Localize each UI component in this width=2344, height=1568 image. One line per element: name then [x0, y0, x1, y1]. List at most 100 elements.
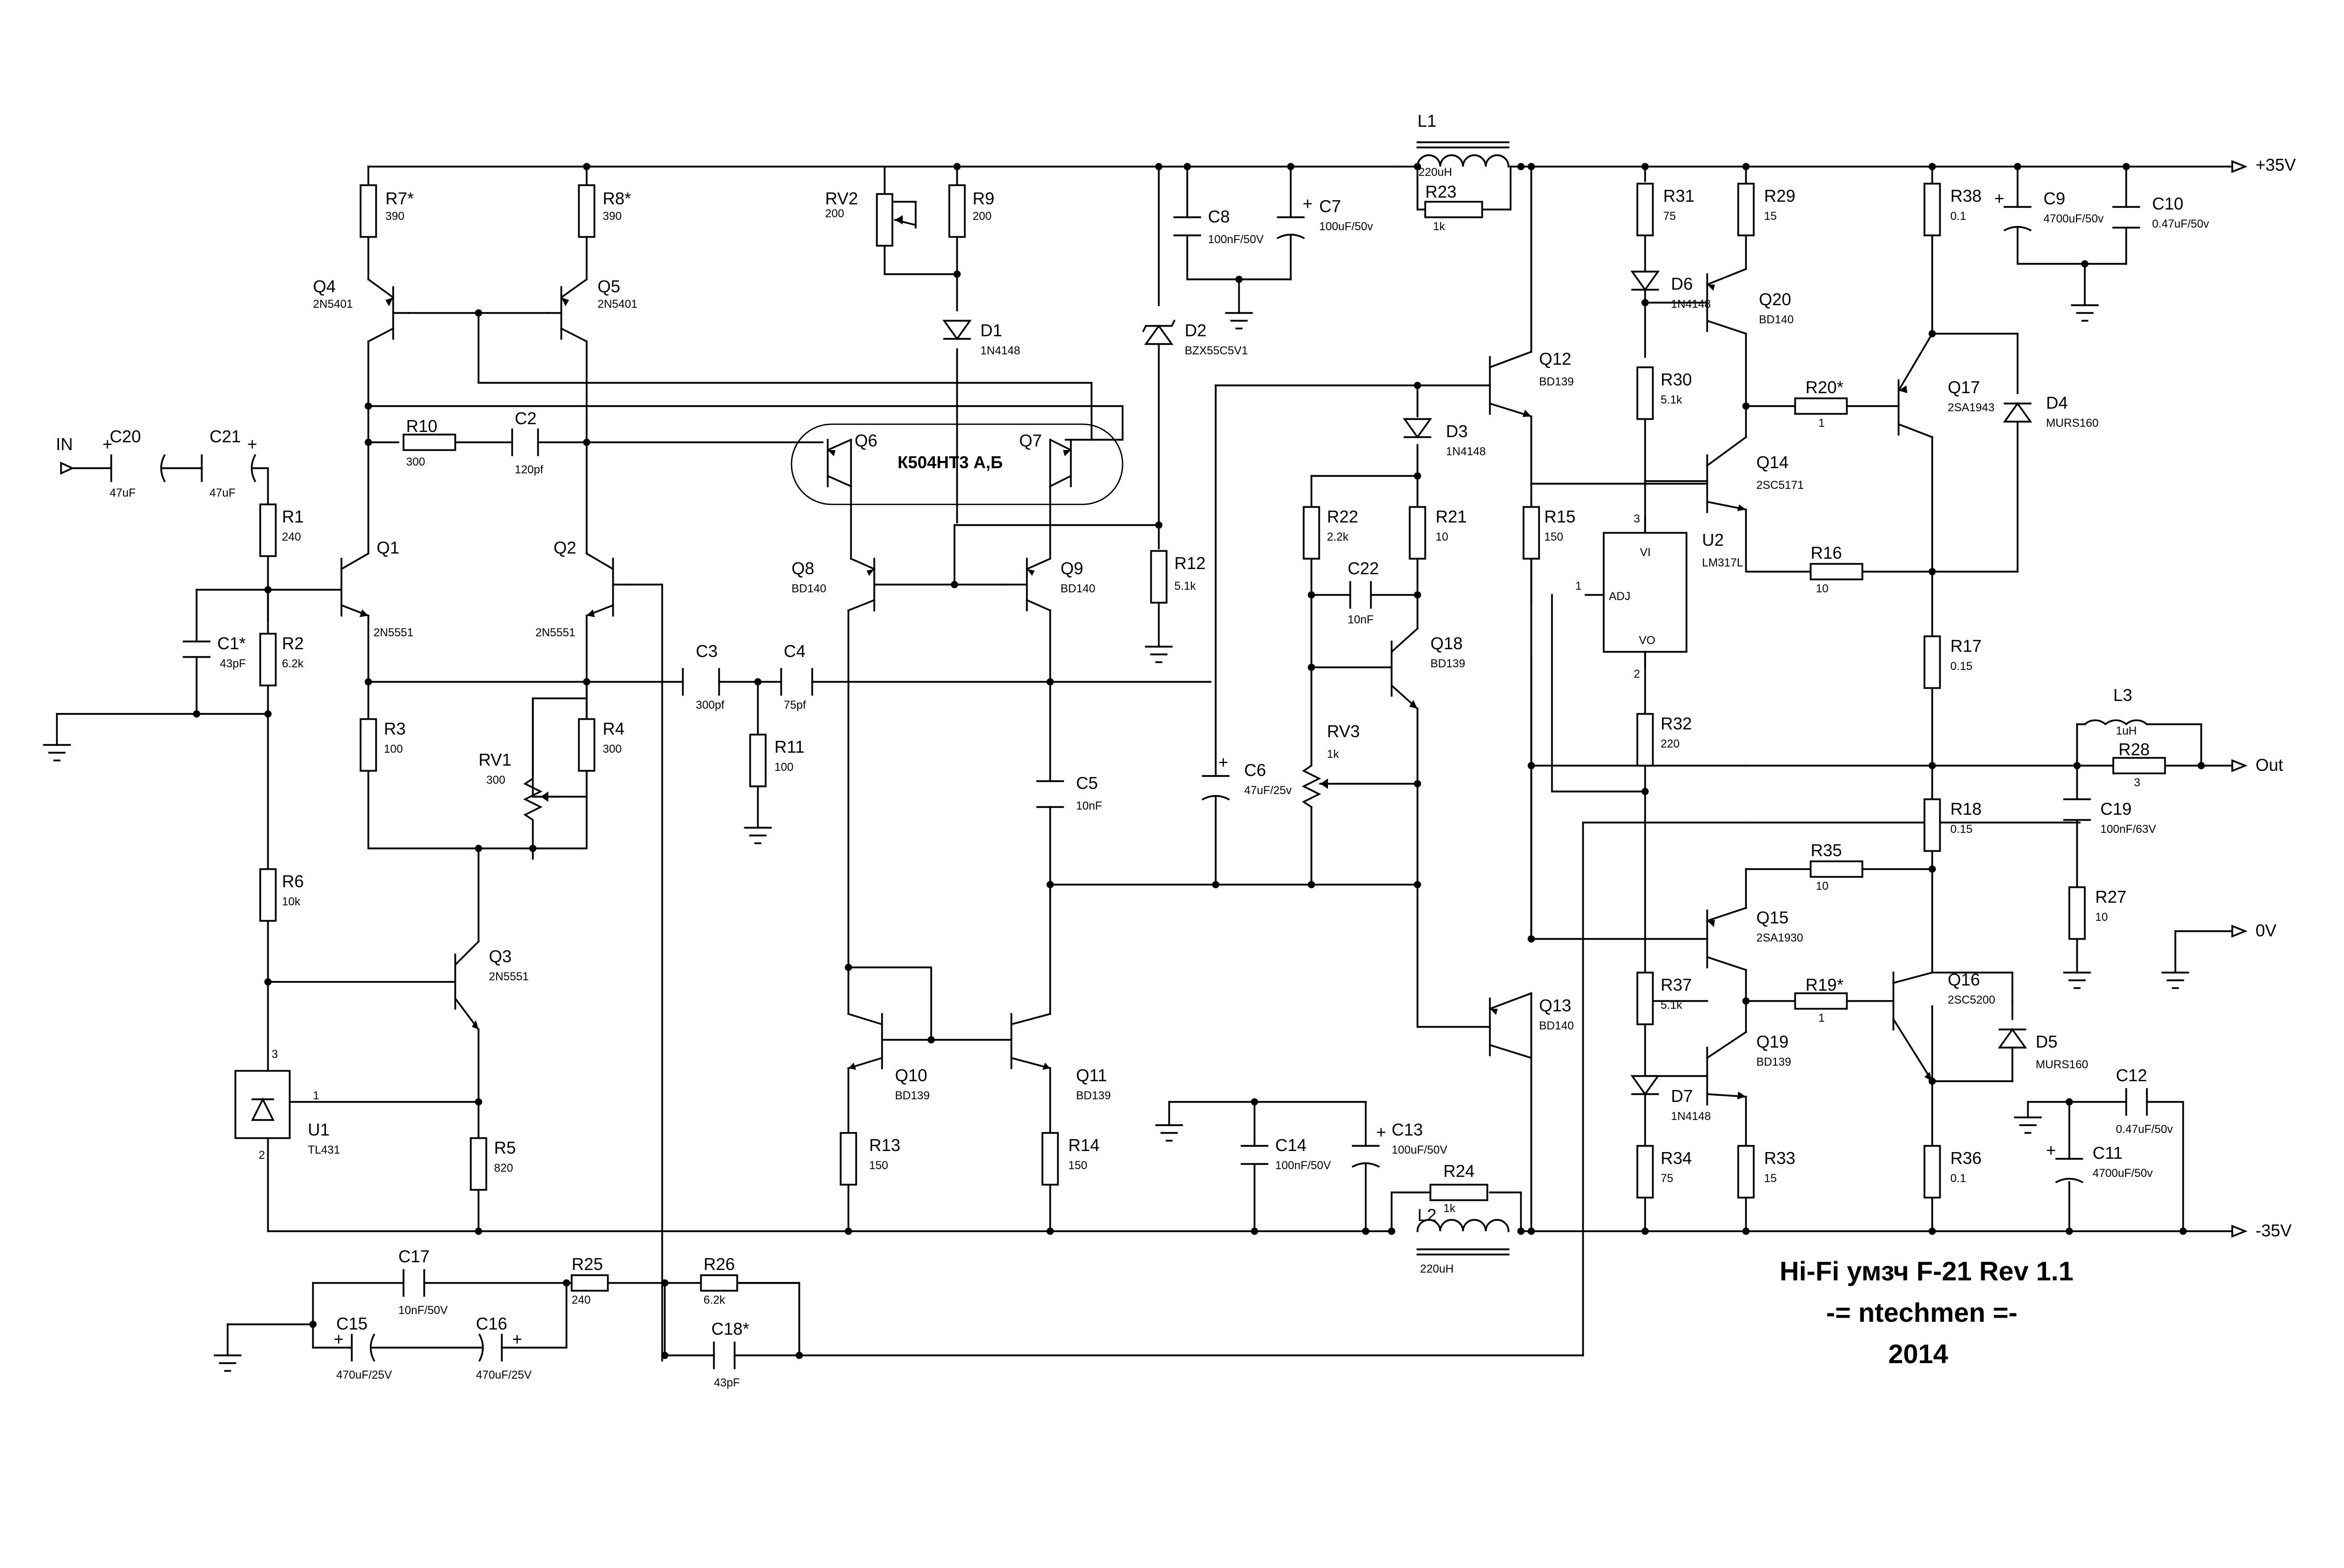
svg-text:+: + [102, 435, 112, 454]
label-val: 10nF [1076, 799, 1102, 812]
label-val: 2SA1930 [1756, 931, 1803, 944]
label-val: 1N4148 [1446, 445, 1486, 458]
label-ref: D5 [2036, 1032, 2057, 1051]
label-ref: Q9 [1061, 559, 1083, 578]
label-ref: C18* [711, 1319, 750, 1338]
transistors [340, 267, 1934, 1106]
label-val: 3 [2134, 776, 2140, 789]
u1-pin2: 2 [259, 1148, 265, 1161]
label-ref: U1 [308, 1120, 330, 1139]
label-val: BD140 [1539, 1019, 1574, 1032]
label-ref: Q14 [1756, 453, 1788, 472]
label-ref: L2 [1417, 1205, 1437, 1224]
label-val: 2SC5200 [1948, 993, 1995, 1006]
u1-pin1: 1 [313, 1089, 319, 1102]
u2-adj: ADJ [1609, 590, 1631, 603]
component-labels: IN +35V -35V Out 0V К504НТ3 А,Б VI VO AD… [56, 111, 2296, 1389]
label-val: 4700uF/50v [2093, 1167, 2153, 1179]
label-val: 6.2k [282, 657, 304, 670]
label-val: 240 [282, 530, 301, 543]
label-val: 100nF/63V [2100, 823, 2156, 835]
label-ref: R33 [1764, 1148, 1796, 1168]
port-label-vneg: -35V [2256, 1221, 2292, 1240]
label-ref: R16 [1811, 543, 1842, 562]
label-val: 15 [1764, 1172, 1776, 1185]
label-val: 0.47uF/50v [2152, 217, 2209, 230]
label-val: 1k [1327, 748, 1339, 760]
label-val: 6.2k [704, 1293, 726, 1306]
label-val: 10 [1436, 530, 1448, 543]
label-val: 100uF/50V [1392, 1143, 1447, 1156]
label-ref: R29 [1764, 186, 1796, 205]
label-val: 15 [1764, 210, 1776, 222]
label-val: 220 [1661, 737, 1680, 750]
label-ref: R36 [1950, 1148, 1982, 1168]
label-ref: R15 [1544, 507, 1576, 526]
label-ref: D6 [1671, 274, 1693, 293]
label-ref: Q13 [1539, 996, 1571, 1015]
label-val: 470uF/25V [336, 1368, 392, 1381]
label-val: 100nF/50V [1275, 1159, 1331, 1172]
label-ref: C21 [210, 427, 241, 446]
label-val: 1uH [2116, 724, 2137, 737]
label-val: BD140 [1061, 582, 1095, 595]
label-ref: Q19 [1756, 1032, 1788, 1051]
k504-label: К504НТ3 А,Б [898, 453, 1003, 472]
capacitors [110, 206, 2148, 1369]
label-ref: R9 [973, 189, 994, 208]
label-ref: R13 [869, 1136, 901, 1155]
label-ref: R31 [1663, 186, 1695, 205]
label-ref: C16 [476, 1314, 507, 1333]
label-ref: C9 [2043, 189, 2065, 208]
label-val: 2SA1943 [1948, 401, 1995, 414]
label-val: 2N5401 [598, 297, 637, 310]
label-val: 1 [1818, 416, 1825, 429]
svg-text:+: + [247, 435, 257, 454]
port-label-out: Out [2256, 755, 2283, 774]
label-ref: RV2 [825, 189, 858, 208]
ics [234, 516, 1688, 1139]
label-val: BD140 [1759, 313, 1794, 326]
label-ref: Q4 [313, 277, 336, 296]
label-val: 75 [1661, 1172, 1673, 1185]
u2-vi: VI [1640, 546, 1651, 559]
label-ref: R5 [494, 1138, 516, 1157]
label-ref: Q17 [1948, 378, 1980, 397]
label-ref: Q18 [1430, 634, 1462, 653]
label-val: 300 [406, 455, 425, 468]
label-val: 390 [385, 210, 405, 222]
label-ref: Q20 [1759, 290, 1791, 309]
polarity-marks: + + + + + + + + + [102, 189, 2056, 1349]
svg-text:+: + [1218, 753, 1228, 772]
label-ref: R7* [385, 189, 414, 208]
resistors [259, 183, 2166, 1292]
label-val: 820 [494, 1161, 513, 1174]
label-ref: Q10 [895, 1066, 927, 1085]
label-val: 2N5551 [535, 626, 575, 639]
label-val: 10 [1816, 879, 1828, 892]
label-ref: R22 [1327, 507, 1358, 526]
label-val: 100nF/50V [1208, 233, 1264, 246]
label-val: BD139 [1756, 1055, 1791, 1068]
label-ref: R32 [1661, 714, 1692, 733]
svg-text:+: + [1303, 194, 1312, 213]
label-ref: Q6 [855, 431, 877, 450]
u2-pin2: 2 [1634, 667, 1640, 680]
label-val: 75 [1663, 210, 1676, 222]
label-ref: R25 [572, 1255, 603, 1274]
label-ref: R3 [384, 719, 406, 738]
label-ref: Q8 [792, 559, 814, 578]
label-ref: R10 [406, 416, 438, 436]
junctions [193, 163, 2205, 1359]
label-ref: R24 [1443, 1161, 1475, 1181]
label-ref: RV3 [1327, 722, 1360, 741]
label-ref: R37 [1661, 975, 1692, 994]
label-ref: D7 [1671, 1086, 1693, 1106]
label-ref: RV1 [479, 750, 512, 769]
label-ref: C1* [217, 634, 246, 653]
label-ref: D4 [2046, 393, 2068, 412]
label-val: 2SC5171 [1756, 479, 1804, 491]
label-val: 4700uF/50v [2043, 212, 2103, 225]
title-block: Hi-Fi умзч F-21 Rev 1.1 -= ntechmen =- 2… [1780, 1257, 2073, 1369]
label-val: BZX55C5V1 [1185, 344, 1248, 357]
